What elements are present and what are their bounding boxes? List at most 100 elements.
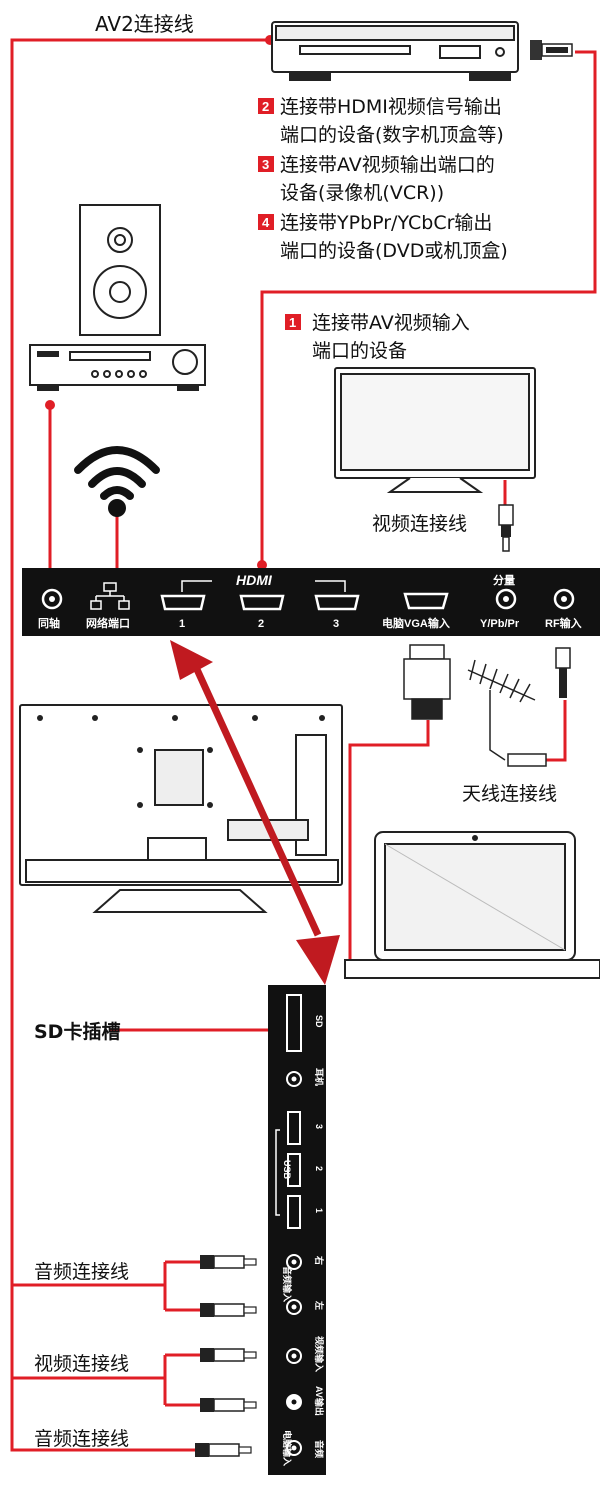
dvd-player <box>271 21 519 81</box>
coax-port-pin <box>49 596 55 602</box>
vga-port <box>403 592 449 610</box>
usb-3-label: 3 <box>314 1124 324 1129</box>
device4-line1: 连接带YPbPr/YCbCr输出 <box>280 212 492 234</box>
badge-2-text: 2 <box>262 99 269 114</box>
joint-dot-hdmi <box>257 560 267 570</box>
hdmi-2-label: 2 <box>258 618 264 630</box>
rca-plug-av-out <box>200 1398 257 1412</box>
tv-back-holes <box>37 715 325 808</box>
sd-slot <box>286 994 302 1052</box>
hdmi-bracket <box>181 580 346 592</box>
hdmi-port-2 <box>239 594 285 611</box>
coax-label: 同轴 <box>38 616 60 630</box>
device2-line2: 端口的设备(数字机顶盒等) <box>280 124 504 146</box>
video-cable-top-label: 视频连接线 <box>372 513 467 535</box>
audio-cable-1 <box>12 1260 200 1312</box>
pc-audio-port-pin <box>291 1445 297 1451</box>
pc-in-label: 电脑输入 <box>282 1430 293 1466</box>
video-in-port <box>286 1348 302 1364</box>
rf-plug <box>507 647 571 767</box>
rca-plug-video <box>200 1348 257 1362</box>
video-in-port-pin <box>291 1353 297 1359</box>
audio-cable-1-label: 音频连接线 <box>34 1261 129 1283</box>
amplifier <box>29 344 206 391</box>
earphone-label: 耳机 <box>314 1068 325 1086</box>
hdmi-1-label: 1 <box>179 618 185 630</box>
rca-plug-audio-r <box>200 1255 257 1269</box>
rca-plug-audio-l <box>200 1303 257 1317</box>
badge-1 <box>285 314 301 330</box>
monitor-cable-plug <box>498 504 514 552</box>
antenna-icon <box>467 659 536 761</box>
network-port-icon <box>90 582 130 610</box>
badge-4-text: 4 <box>262 215 270 230</box>
device3-line1: 连接带AV视频输出端口的 <box>280 154 495 176</box>
video-cable-bottom <box>12 1353 200 1407</box>
sd-label: SD <box>314 1015 324 1028</box>
monitor <box>334 367 536 493</box>
usb-port-2 <box>287 1153 301 1187</box>
rf-cable <box>545 700 567 762</box>
dvd-hdmi-plug <box>530 40 573 60</box>
joint-dot-coax <box>45 400 55 410</box>
badge-3 <box>258 156 274 172</box>
rf-port-pin <box>561 596 567 602</box>
device1-line1: 连接带AV视频输入 <box>312 312 470 334</box>
network-label: 网络端口 <box>86 616 130 630</box>
hdmi-ports <box>160 594 360 611</box>
hdmi-port-3 <box>314 594 360 611</box>
video-cable-bottom-label: 视频连接线 <box>34 1353 129 1375</box>
badge-2 <box>258 98 274 114</box>
speaker <box>79 204 161 336</box>
badge-3-text: 3 <box>262 157 269 172</box>
av-out-label: AV输出 <box>314 1386 325 1416</box>
left-main-cable <box>10 38 270 1452</box>
device1-line2: 端口的设备 <box>312 340 407 362</box>
audio-cable-2-label: 音频连接线 <box>34 1428 129 1450</box>
coax-port <box>41 588 63 610</box>
badge-4 <box>258 214 274 230</box>
hdmi-logo: HDMI <box>236 572 273 588</box>
badge-1-text: 1 <box>289 315 296 330</box>
rca-plug-pc-audio <box>195 1443 252 1457</box>
audio-right-port <box>286 1254 302 1270</box>
right-label: 右 <box>314 1255 325 1265</box>
laptop <box>344 831 600 979</box>
wifi-icon <box>74 446 160 500</box>
pc-audio-port <box>286 1440 302 1456</box>
usb-2-label: 2 <box>314 1166 324 1171</box>
ypbpr-label: Y/Pb/Pr <box>480 618 520 630</box>
audio-left-port <box>286 1299 302 1315</box>
audio-right-port-pin <box>291 1259 297 1265</box>
device3-line2: 设备(录像机(VCR)) <box>280 182 444 204</box>
side-connector-panel <box>268 985 326 1475</box>
rf-port <box>553 588 575 610</box>
av-out-port-pin <box>291 1399 297 1405</box>
audio-label: 音频 <box>314 1440 325 1458</box>
vga-label: 电脑VGA输入 <box>382 616 450 630</box>
double-arrow <box>170 640 340 985</box>
usb-bracket <box>275 1129 280 1216</box>
video-in-label: 视频输入 <box>314 1336 325 1372</box>
ypbpr-port <box>495 588 517 610</box>
audio-left-port-pin <box>291 1304 297 1310</box>
ypbpr-port-pin <box>503 596 509 602</box>
usb-port-1 <box>287 1195 301 1229</box>
hdmi-3-label: 3 <box>333 618 339 630</box>
antenna-cable-label: 天线连接线 <box>462 783 557 805</box>
device2-line1: 连接带HDMI视频信号输出 <box>280 96 502 118</box>
rf-label: RF输入 <box>545 616 582 630</box>
device4-line2: 端口的设备(DVD或机顶盒) <box>280 240 508 262</box>
audio-in-label: 音频输入 <box>282 1266 293 1302</box>
left-label: 左 <box>314 1300 325 1310</box>
usb-1-label: 1 <box>314 1208 324 1213</box>
earphone-port-pin <box>291 1076 297 1082</box>
hdmi-cable <box>260 50 597 565</box>
rca-plugs <box>195 1255 257 1457</box>
wifi-dot <box>108 499 126 517</box>
sd-slot-label: SD卡插槽 <box>34 1020 120 1043</box>
av2-cable-label: AV2连接线 <box>95 12 194 36</box>
hdmi-port-1 <box>160 594 206 611</box>
usb-port-3 <box>287 1111 301 1145</box>
